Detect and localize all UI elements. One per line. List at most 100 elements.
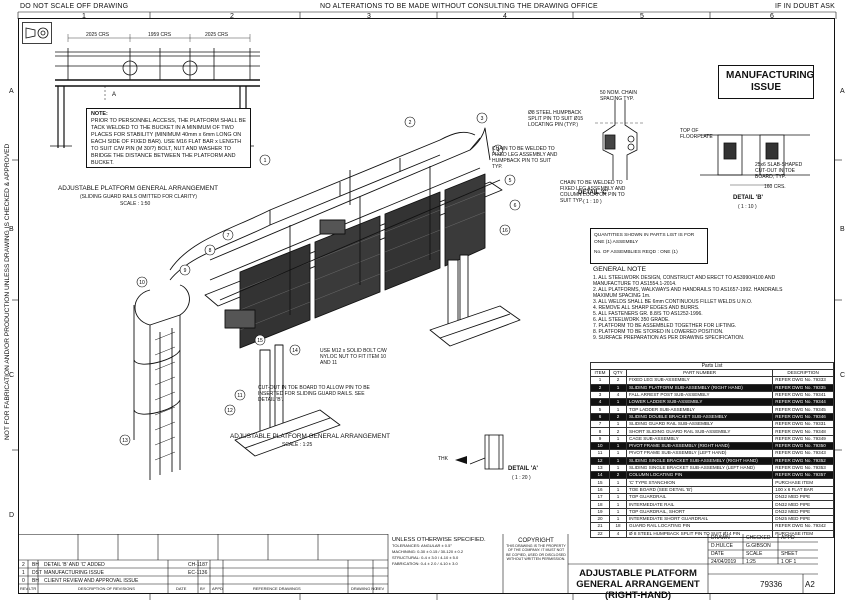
detail-c-note-chain1: CHAIN TO BE WELDED TO FIXED LEG ASSEMBLY…	[492, 146, 558, 170]
item-balloon: 1	[264, 158, 267, 164]
parts-cell-item: 8	[590, 427, 610, 436]
general-notes-item-1: 1. ALL STEELWORK DESIGN, CONSTRUCT AND E…	[593, 275, 776, 287]
parts-cell-qty: 1	[609, 383, 627, 392]
top-view-subtitle: (SLIDING GUARD RAILS OMITTED FOR CLARITY…	[80, 194, 197, 200]
tb-dwg-no: 79336	[760, 580, 783, 589]
grid-col-5: 5	[640, 13, 644, 20]
parts-cell-qty: 4	[609, 390, 627, 400]
parts-cell-item: 5	[590, 405, 610, 414]
grid-col-2: 2	[230, 13, 234, 20]
parts-cell-qty: 1	[609, 434, 627, 443]
dim-label-2: 1959 CRS	[148, 32, 172, 38]
parts-cell-item: 1	[590, 376, 610, 385]
parts-cell-item: 2	[590, 383, 610, 392]
item-balloon: 9	[184, 268, 187, 274]
rev-footer-date: DATE	[176, 586, 187, 591]
rev-footer-ltr: LTR	[29, 586, 37, 591]
parts-cell-desc: REFER DWG No. 79357	[772, 471, 834, 480]
detail-b-note-crs: 160 CRS.	[764, 184, 786, 190]
parts-cell-desc: DN32 MED PIPE	[772, 493, 834, 502]
parts-cell-desc: REFER DWG No. 79353	[772, 463, 834, 473]
detail-a-scale: ( 1 : 20 )	[512, 475, 531, 481]
rev-row-1-ref: EC-1136	[188, 570, 208, 576]
detail-b-title: DETAIL 'B'	[733, 195, 763, 201]
parts-cell-qty: 18	[609, 522, 627, 531]
grid-row-a: A	[9, 88, 14, 95]
parts-cell-part: COLUMN LOCATING PIN	[625, 471, 774, 480]
rev-row-1-rev: 1	[22, 570, 25, 576]
frame-note-left: DO NOT SCALE OFF DRAWING	[20, 3, 129, 10]
parts-cell-part: Ø 8 STEEL HUMPBACK SPLIT PIN TO SUIT Ø14…	[625, 529, 774, 538]
parts-cell-qty: 1	[609, 398, 627, 407]
parts-cell-qty: 1	[609, 449, 627, 458]
detail-c-drawing	[595, 100, 645, 180]
rev-footer-desc: DESCRIPTION OF REVISIONS	[78, 586, 135, 591]
rev-row-0-rev: 0	[22, 578, 25, 584]
general-notes-heading: GENERAL NOTE	[593, 266, 647, 273]
parts-cell-part: INTERMEDIATE SHORT GUARDRAIL	[625, 514, 774, 524]
item-balloon: 6	[514, 203, 517, 209]
parts-cell-qty: 2	[609, 412, 627, 422]
dim-label-3: 2025 CRS	[205, 32, 229, 38]
parts-cell-desc: REFER DWG No. 79335	[772, 383, 834, 392]
projection-symbol-icon	[22, 22, 52, 44]
parts-cell-desc: REFER DWG No. 79346	[772, 412, 834, 422]
rev-row-2-rev: 2	[22, 562, 25, 568]
parts-list-title: Parts List	[590, 362, 834, 369]
parts-cell-desc: PURCHASE ITEM	[772, 478, 834, 487]
detail-c-note-spacing: 50 NOM. CHAIN SPACING TYP.	[600, 90, 637, 102]
quantities-line-2: No. OF ASSEMBLIES REQD : ONE (1)	[594, 250, 678, 255]
parts-cell-part: GUARD RAIL LOCATING PIN	[625, 522, 774, 531]
parts-cell-item: 6	[590, 412, 610, 422]
parts-cell-part: INTERMEDIATE RAIL	[625, 500, 774, 509]
parts-cell-part: CAGE SUB-ASSEMBLY	[625, 434, 774, 443]
parts-cell-qty: 1	[609, 456, 627, 465]
parts-cell-part: TOP LADDER SUB-ASSEMBLY	[625, 405, 774, 414]
rev-footer-by: BY	[200, 586, 206, 591]
parts-cell-desc: REFER DWG No. 79343	[772, 449, 834, 458]
item-balloon: 7	[227, 233, 230, 239]
parts-cell-item: 11	[590, 449, 610, 458]
parts-cell-qty: 1	[609, 478, 627, 487]
parts-cell-desc: REFER DWG No. 79333	[772, 376, 834, 385]
main-view-scale: SCALE : 1:25	[282, 442, 313, 448]
quantities-box: QUANTITIES SHOWN IN PARTS LIST IS FOR ON…	[590, 228, 708, 264]
item-balloon: 4	[497, 148, 500, 154]
general-notes-item-2: 2. ALL PLATFORMS, WALKWAYS AND HANDRAILS…	[593, 287, 783, 299]
rev-row-0-desc: CLIENT REVIEW AND APPROVAL ISSUE	[44, 578, 139, 584]
item-balloon: 2	[409, 120, 412, 126]
note-box: NOTE: PRIOR TO PERSONNEL ACCESS, THE PLA…	[86, 108, 251, 168]
detail-c-scale: ( 1 : 10 )	[583, 199, 602, 205]
parts-cell-desc: REFER DWG No. 79349	[772, 434, 834, 443]
parts-cell-item: 13	[590, 463, 610, 473]
grid-col-1: 1	[82, 13, 86, 20]
revision-block-lines	[18, 534, 818, 593]
dim-label-1: 2025 CRS	[86, 32, 110, 38]
parts-cell-item: 14	[590, 471, 610, 480]
parts-cell-part: SLIDING SINGLE BRACKET SUB-ASSEMBLY (LEF…	[625, 463, 774, 473]
tolerances-line-3: STRUCTURAL: 0-4 ± 3.0 / 4-10 ± 5.0	[392, 555, 459, 560]
tb-size: A2	[805, 580, 815, 589]
parts-cell-qty: 1	[609, 420, 627, 429]
parts-cell-desc: REFER DWG No. 79342	[772, 522, 834, 531]
parts-cell-qty: 2	[609, 376, 627, 385]
callout-cutout: CUT-OUT IN TOE BOARD TO ALLOW PIN TO BE …	[258, 385, 370, 403]
parts-cell-part: FALL ARREST POST SUB-ASSEMBLY	[625, 390, 774, 400]
parts-cell-part: TOE BOARD (SEE DETAIL 'B')	[625, 485, 774, 495]
copyright-heading: COPYRIGHT	[518, 538, 554, 544]
parts-cell-qty: 2	[609, 471, 627, 480]
parts-cell-part: PIVOT FRAME SUB-ASSEMBLY (LEFT HAND)	[625, 449, 774, 458]
parts-cell-qty: 1	[609, 405, 627, 414]
rev-footer-dwgno: DRAWING NO.	[351, 586, 379, 591]
